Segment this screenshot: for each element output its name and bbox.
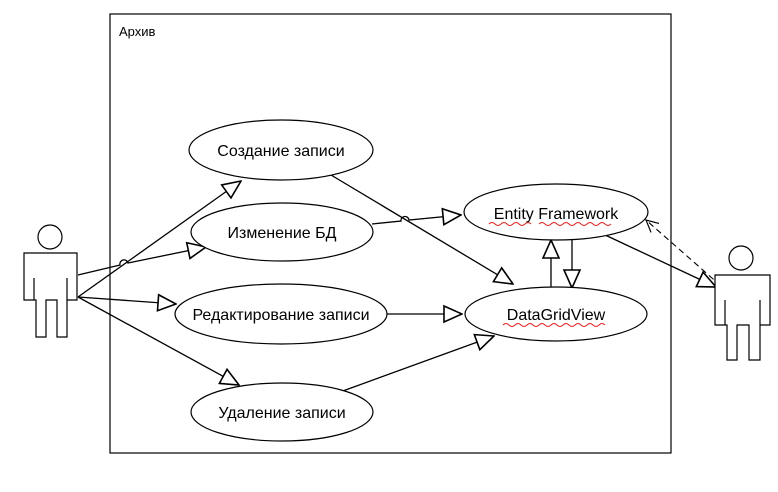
use-case-create[interactable]: Создание записи <box>188 119 374 181</box>
use-case-entity-framework[interactable]: Entity Framework <box>463 183 649 241</box>
actor-right-head <box>728 245 754 271</box>
edge-actor-create <box>77 181 241 298</box>
use-case-change-db[interactable]: Изменение БД <box>190 202 374 262</box>
use-case-datagridview-label: DataGridView <box>507 307 606 324</box>
use-case-delete-label: Удаление записи <box>218 405 345 422</box>
edge-right-actor-ef-dependency <box>646 220 722 287</box>
actor-right[interactable] <box>714 245 771 361</box>
boundary-label: Архив <box>119 24 156 39</box>
use-case-entity-framework-label: Entity Framework <box>494 206 619 223</box>
spellcheck-underline <box>502 323 606 327</box>
use-case-delete[interactable]: Удаление записи <box>190 382 374 442</box>
edge-change-db-ef <box>371 215 461 224</box>
use-case-edit-label: Редактирование записи <box>192 307 369 324</box>
spellcheck-underline <box>488 222 612 226</box>
actor-left[interactable] <box>23 224 78 338</box>
associations <box>77 171 722 393</box>
edge-delete-datagridview <box>339 336 494 393</box>
edge-ef-right-actor <box>602 233 716 287</box>
use-case-create-label: Создание записи <box>217 143 344 160</box>
edge-actor-delete <box>77 296 239 385</box>
use-case-edit[interactable]: Редактирование записи <box>174 283 388 345</box>
actor-left-body <box>23 252 78 338</box>
actor-left-head <box>37 224 63 250</box>
use-case-datagridview[interactable]: DataGridView <box>464 286 648 342</box>
edge-actor-edit <box>77 297 176 304</box>
use-case-change-db-label: Изменение БД <box>228 225 337 242</box>
actor-right-body <box>714 274 771 361</box>
edge-create-datagridview <box>325 171 513 284</box>
edge-actor-change-db <box>77 247 206 276</box>
